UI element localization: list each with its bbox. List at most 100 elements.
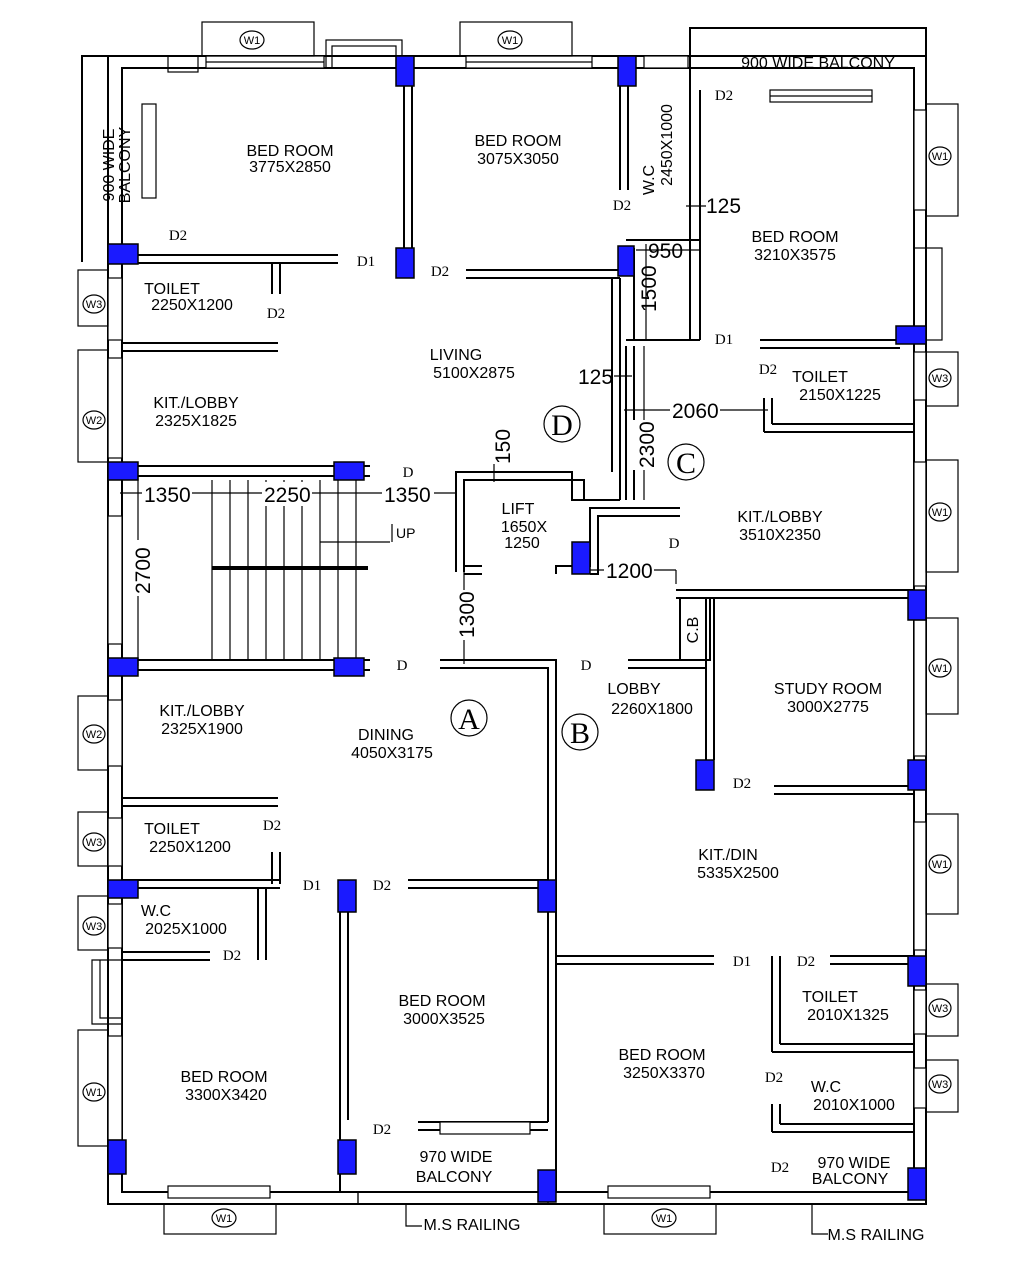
wc3-size: 2010X1000 [813, 1097, 895, 1114]
flat-d: D [551, 409, 573, 442]
wc2-size: 2025X1000 [145, 921, 227, 938]
door-d: D [403, 465, 414, 481]
window-tag-w1: W1 [216, 1213, 233, 1225]
staircase: UP [211, 480, 415, 660]
door-d1: D1 [303, 878, 321, 894]
dim-1350-b: 1350 [384, 484, 431, 507]
door-d: D [397, 658, 408, 674]
interior-walls [91, 39, 943, 1204]
door-d2: D2 [759, 362, 777, 378]
window-tag-w1: W1 [932, 507, 949, 519]
dimensions: 125 950 1500 125 2060 2300 150 1350 2250… [120, 195, 768, 666]
toilet3-size: 2250X1200 [149, 839, 231, 856]
window-tag-w2: W2 [86, 729, 103, 741]
balcony-b2-line1: 970 WIDE [818, 1155, 891, 1172]
window-tag-w1: W1 [656, 1213, 673, 1225]
door-d2: D2 [263, 818, 281, 834]
dining-size: 4050X3175 [351, 745, 433, 762]
railing-label-1: M.S RAILING [424, 1217, 521, 1234]
dim-125-mid: 125 [578, 366, 613, 389]
dim-1200: 1200 [606, 560, 653, 583]
window-tag-w1: W1 [244, 35, 261, 47]
wc3-name: W.C [811, 1079, 841, 1096]
dim-150: 150 [492, 429, 515, 464]
window-tag-w2: W2 [86, 415, 103, 427]
toilet1-size: 2250X1200 [151, 297, 233, 314]
balcony-b1-line1: 970 WIDE [420, 1149, 493, 1166]
study-size: 3000X2775 [787, 699, 869, 716]
kit3-size: 2325X1900 [161, 721, 243, 738]
study-name: STUDY ROOM [774, 681, 882, 698]
door-labels: D2 D2 D2 D1 D2 D2 D1 D2 D D D D D2 D2 D1… [169, 88, 815, 1176]
door-d: D [669, 536, 680, 552]
window-tag-w1: W1 [932, 151, 949, 163]
balcony-top: 900 WIDE BALCONY [741, 55, 895, 72]
bed5-name: BED ROOM [180, 1069, 267, 1086]
door-d: D [581, 658, 592, 674]
toilet2-name: TOILET [792, 369, 848, 386]
bed1-size: 3775X2850 [249, 159, 331, 176]
wc-top-size: 2450X1000 [659, 104, 676, 186]
door-d1: D1 [733, 954, 751, 970]
flat-c: C [676, 447, 696, 480]
outer-walls [81, 27, 927, 1205]
lift-name: LIFT [502, 501, 535, 518]
bed4-name: BED ROOM [398, 993, 485, 1010]
kit1-size: 2325X1825 [155, 413, 237, 430]
dim-1350-a: 1350 [144, 484, 191, 507]
stair-up-label: UP [396, 525, 415, 541]
bed3-size: 3210X3575 [754, 247, 836, 264]
window-tag-w3: W3 [932, 1003, 949, 1015]
window-tag-w1: W1 [932, 859, 949, 871]
toilet4-name: TOILET [802, 989, 858, 1006]
window-tag-w3: W3 [932, 1079, 949, 1091]
toilet3-name: TOILET [144, 821, 200, 838]
dim-2250: 2250 [264, 484, 311, 507]
balcony-left-2: BALCONY [117, 126, 134, 203]
bed3-name: BED ROOM [751, 229, 838, 246]
bed4-size: 3000X3525 [403, 1011, 485, 1028]
railings: M.S RAILING M.S RAILING [405, 1204, 924, 1244]
room-labels: BED ROOM 3775X2850 BED ROOM 3075X3050 W.… [101, 55, 895, 1188]
door-d2: D2 [771, 1160, 789, 1176]
flat-markers: A B C D [450, 405, 705, 751]
door-d2: D2 [613, 198, 631, 214]
balcony-left-1: 900 WIDE [101, 129, 118, 202]
window-tag-w1: W1 [932, 663, 949, 675]
balcony-b2-line2: BALCONY [812, 1171, 889, 1188]
lift-size-2: 1250 [504, 535, 540, 552]
window-tag-w1: W1 [86, 1087, 103, 1099]
door-d1: D1 [357, 254, 375, 270]
living-name: LIVING [430, 347, 482, 364]
door-d1: D1 [715, 332, 733, 348]
dim-2060: 2060 [672, 400, 719, 423]
lift-size-1: 1650X [501, 519, 548, 536]
window-tag-w3: W3 [86, 921, 103, 933]
bed6-size: 3250X3370 [623, 1065, 705, 1082]
balcony-b1-line2: BALCONY [416, 1169, 493, 1186]
door-d2: D2 [267, 306, 285, 322]
dim-1300: 1300 [456, 591, 479, 638]
bed6-name: BED ROOM [618, 1047, 705, 1064]
wc2-name: W.C [141, 903, 171, 920]
flat-b: B [570, 717, 590, 750]
door-d2: D2 [169, 228, 187, 244]
bed1-name: BED ROOM [246, 143, 333, 160]
flat-a: A [458, 703, 480, 736]
kitdin-size: 5335X2500 [697, 865, 779, 882]
dim-1500: 1500 [638, 265, 661, 312]
window-tags: W1 W1 W1 W1 W1 W1 W3 W3 W3 W3 W2 [77, 21, 959, 1235]
dim-950: 950 [648, 240, 683, 263]
door-d2: D2 [373, 1122, 391, 1138]
living-size: 5100X2875 [433, 365, 515, 382]
window-tag-w1: W1 [502, 35, 519, 47]
kit1-name: KIT./LOBBY [153, 395, 239, 412]
kit2-size: 3510X2350 [739, 527, 821, 544]
window-strips [107, 55, 927, 1199]
door-d2: D2 [797, 954, 815, 970]
bed5-size: 3300X3420 [185, 1087, 267, 1104]
window-tag-w3: W3 [86, 837, 103, 849]
door-d2: D2 [223, 948, 241, 964]
kit3-name: KIT./LOBBY [159, 703, 245, 720]
